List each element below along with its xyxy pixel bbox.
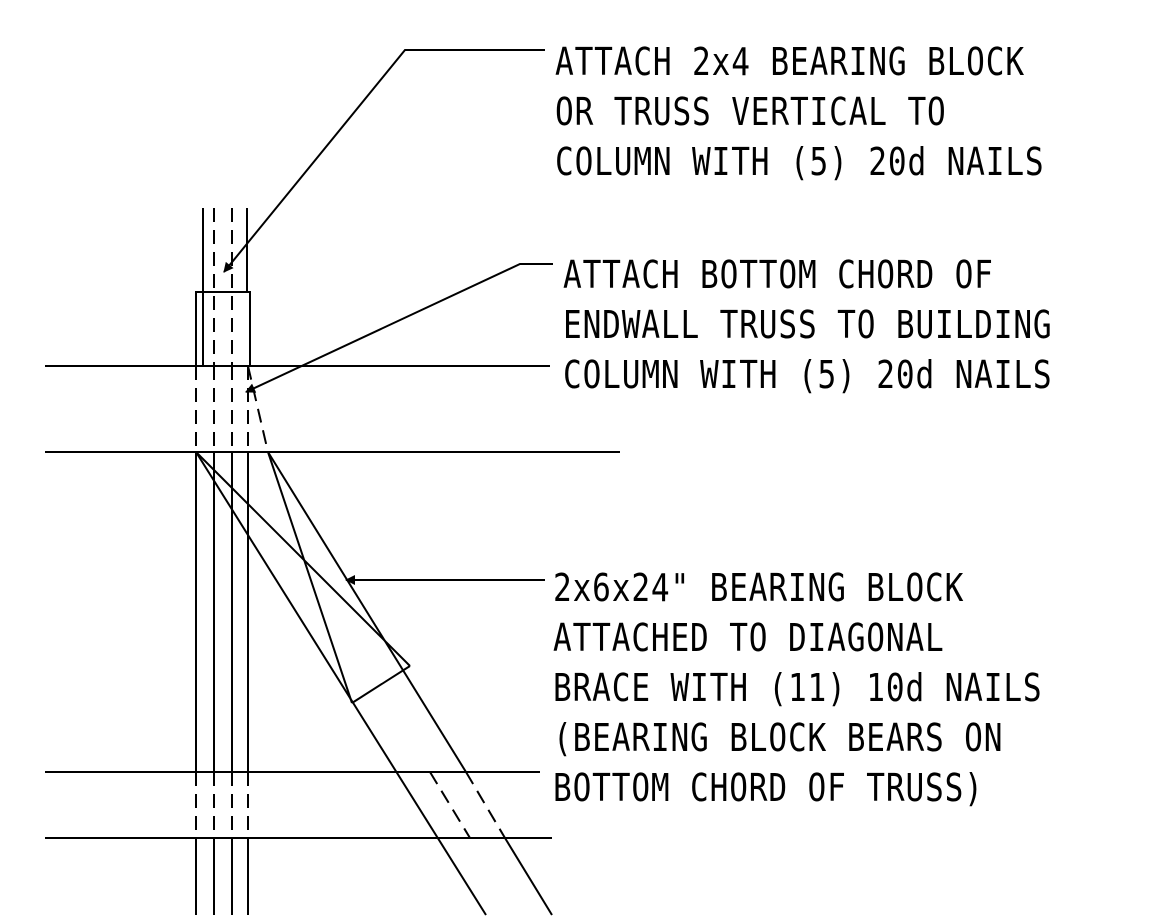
note-line: ENDWALL TRUSS TO BUILDING — [563, 303, 1053, 347]
note-line: ATTACHED TO DIAGONAL — [553, 616, 945, 660]
note-line: 2x6x24" BEARING BLOCK — [553, 566, 965, 610]
note-line: ATTACH 2x4 BEARING BLOCK — [555, 40, 1025, 84]
bearing-block-end — [351, 665, 411, 704]
note-line: COLUMN WITH (5) 20d NAILS — [555, 140, 1045, 184]
note-line: ATTACH BOTTOM CHORD OF — [563, 253, 994, 297]
note-bottom-chord-attachment: ATTACH BOTTOM CHORD OF ENDWALL TRUSS TO … — [563, 250, 1053, 400]
leader-bearing-block — [223, 49, 545, 273]
diagonal-brace-left-edge — [195, 451, 487, 916]
note-line: BRACE WITH (11) 10d NAILS — [553, 666, 1043, 710]
note-line: COLUMN WITH (5) 20d NAILS — [563, 353, 1053, 397]
bearing-block-edge-2 — [267, 451, 353, 704]
note-line: (BEARING BLOCK BEARS ON — [553, 716, 1004, 760]
diagonal-brace-hidden-left — [429, 771, 471, 839]
note-diagonal-brace-block: 2x6x24" BEARING BLOCK ATTACHED TO DIAGON… — [553, 563, 1043, 813]
note-bearing-block-attachment: ATTACH 2x4 BEARING BLOCK OR TRUSS VERTIC… — [555, 37, 1045, 187]
note-line: BOTTOM CHORD OF TRUSS) — [553, 766, 984, 810]
leader-bottom-chord — [245, 263, 553, 393]
bearing-block-outline — [195, 291, 251, 367]
diagonal-brace-right-edge-hidden — [465, 771, 506, 839]
note-line: OR TRUSS VERTICAL TO — [555, 90, 947, 134]
diagonal-brace-right-edge-lower — [504, 837, 553, 916]
diagonal-brace-right-edge-upper — [267, 451, 467, 773]
diagonal-brace-hidden-above — [247, 365, 269, 453]
